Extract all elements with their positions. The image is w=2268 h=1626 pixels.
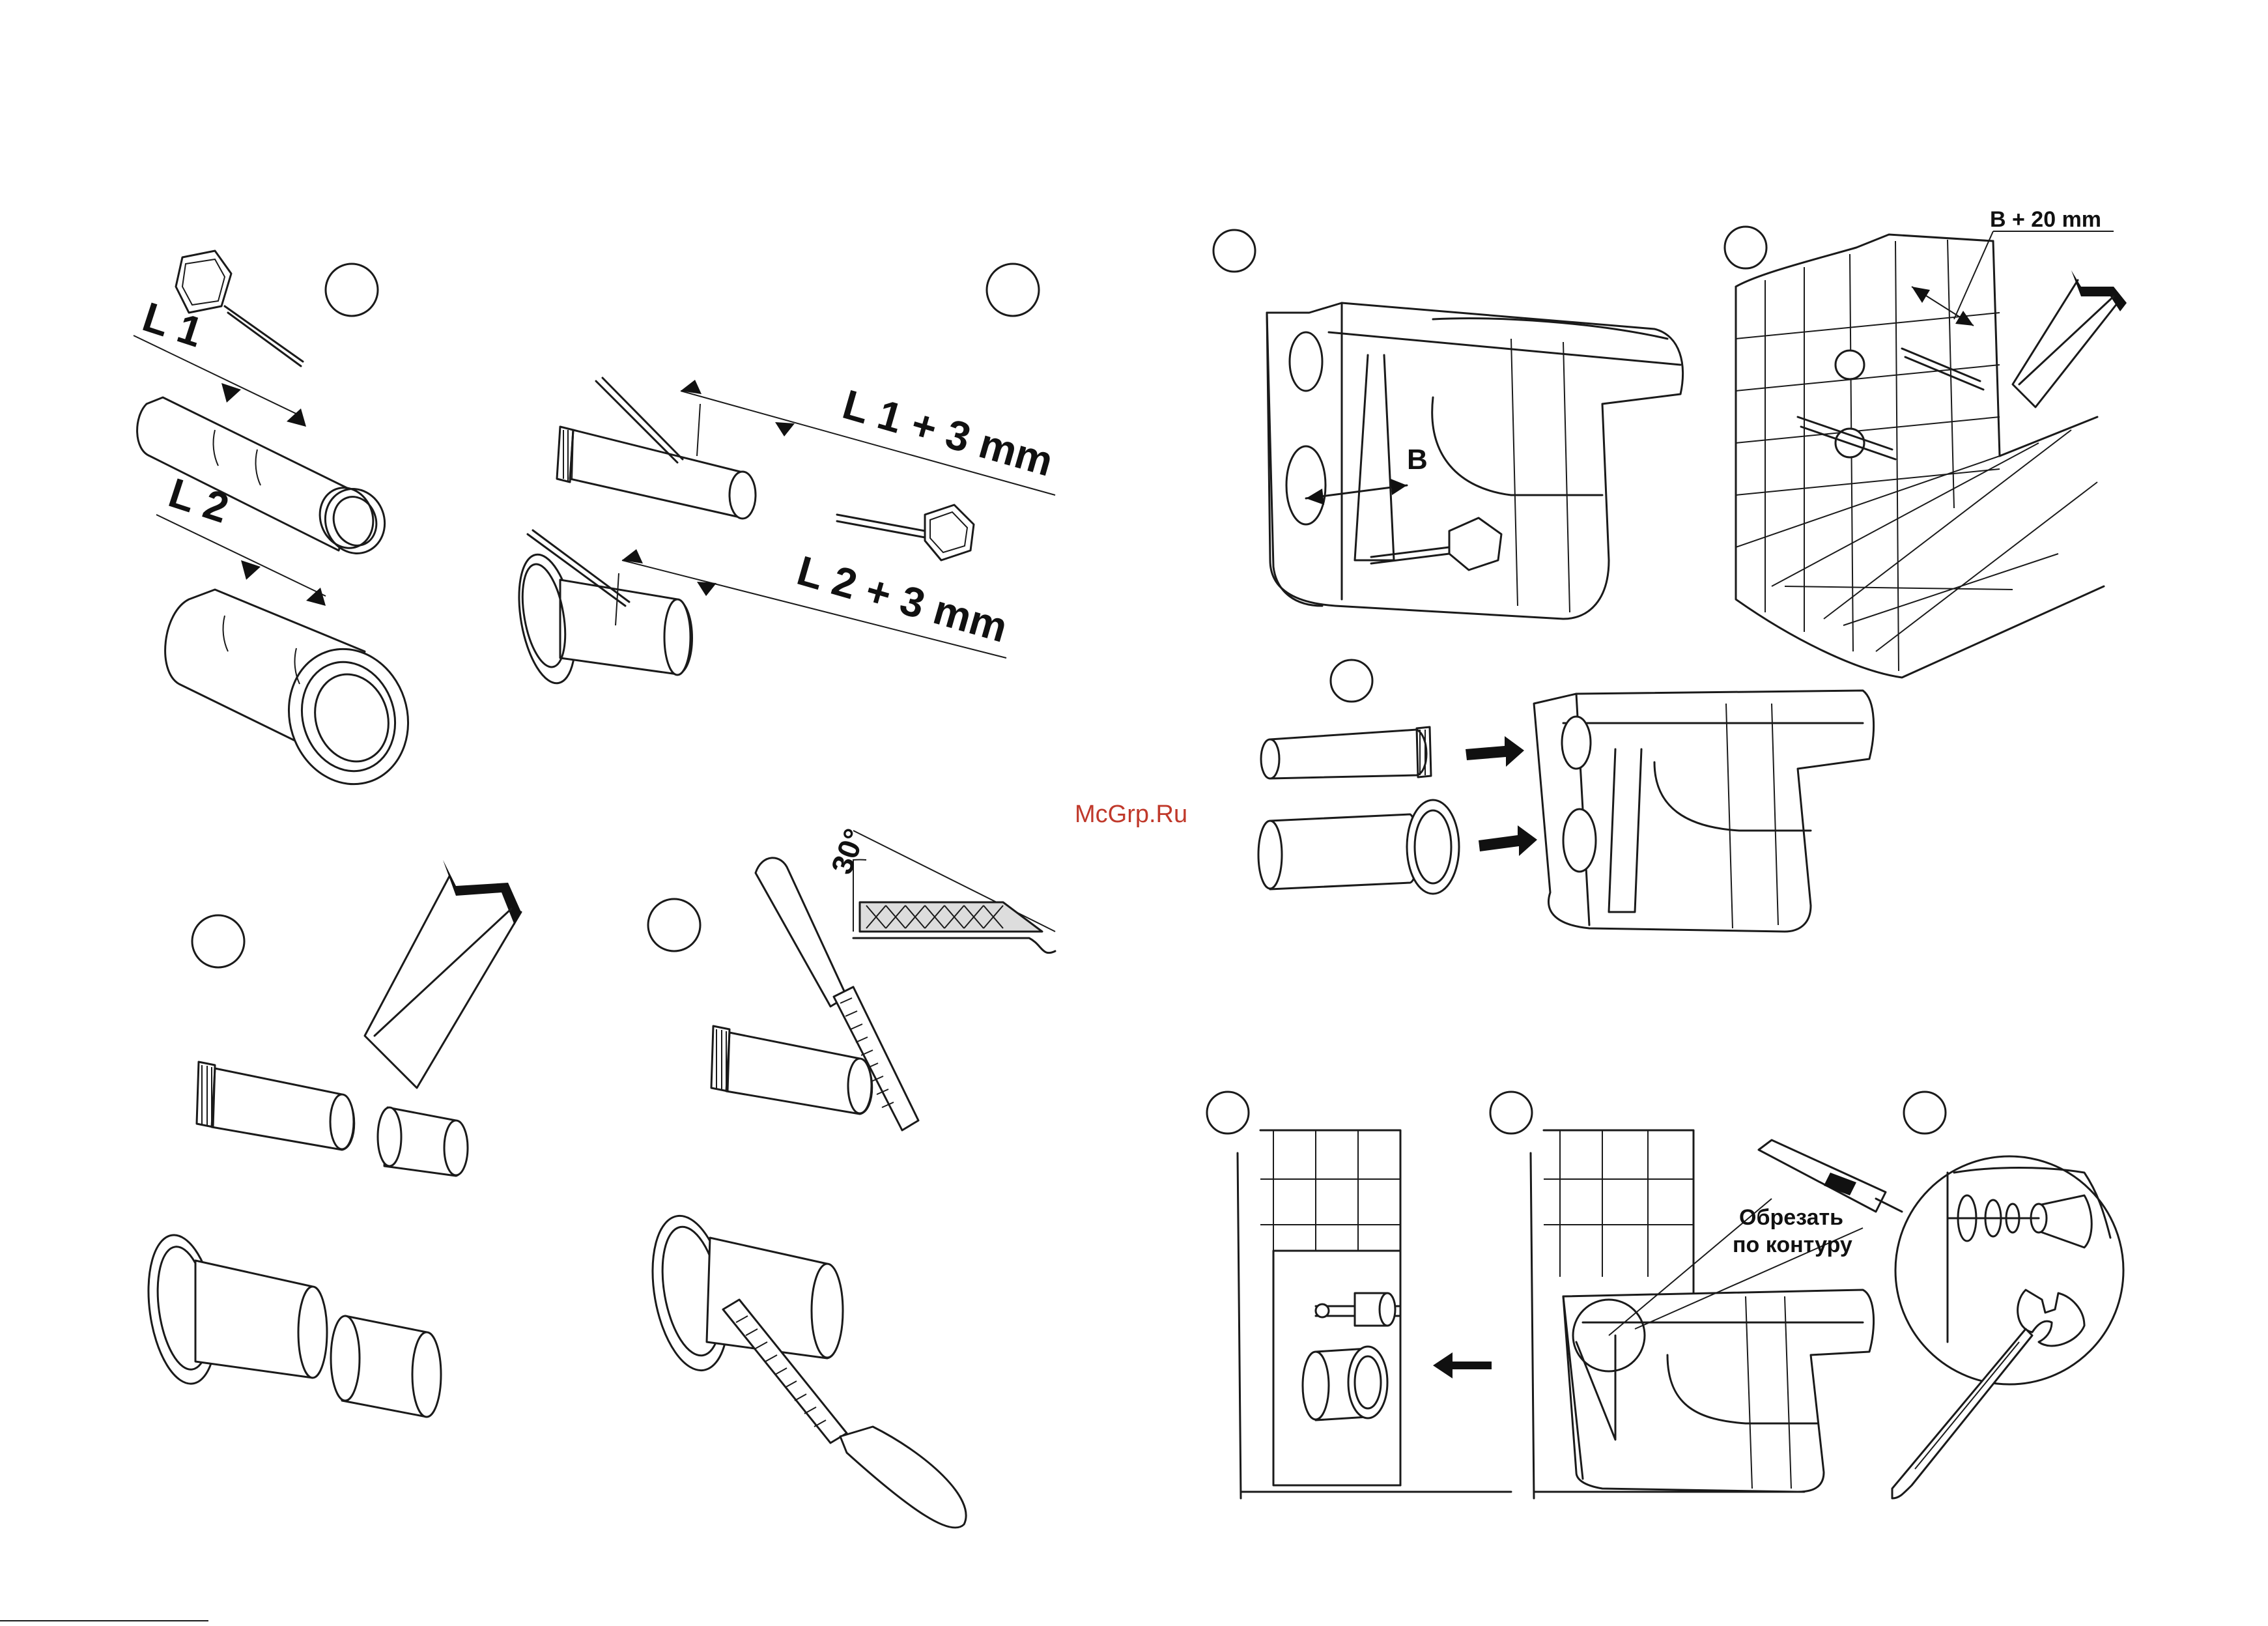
panel-cut [139, 860, 521, 1417]
arrow-icon [1955, 311, 1974, 326]
label-b: B [1407, 444, 1428, 476]
hacksaw-icon [365, 860, 521, 1088]
pipe-flanged [510, 530, 692, 687]
tiled-wall [1736, 235, 2104, 678]
toilet-bowl [1563, 1290, 1874, 1492]
label-cut-line2: по контуру [1733, 1233, 1852, 1257]
arrow-icon [306, 588, 326, 606]
pipe-flanged-chamfer [642, 1210, 966, 1528]
panel-measure: L 1 L 2 [134, 251, 425, 800]
label-l2-plus: L 2 + 3 mm [792, 547, 1012, 651]
arrow-right-icon [1479, 825, 1537, 856]
toilet-bowl [1534, 691, 1874, 932]
tape-measure-icon [837, 505, 974, 560]
pipe-wide [165, 590, 425, 800]
pipe-flanged-insert [1258, 800, 1459, 894]
panel-mark: L 1 + 3 mm L 2 + 3 mm [510, 264, 1058, 687]
arrow-right-icon [1466, 736, 1524, 767]
panel-bowl-measure: B [1213, 230, 1683, 619]
panel-insert-pipes [1258, 660, 1874, 932]
watermark-text: McGrp.Ru [1075, 801, 1187, 828]
label-b-plus: B + 20 mm [1990, 207, 2101, 232]
hacksaw-icon [2013, 270, 2127, 407]
pipe-threaded [557, 378, 756, 519]
panel-mounted-bowl: Обрезать по контуру [1490, 1092, 1902, 1498]
pipe-flanged-cut [139, 1231, 441, 1417]
toilet-bowl [1267, 303, 1683, 619]
step-circle-2 [987, 264, 1039, 316]
panel-chamfer: 30° [642, 824, 1055, 1528]
step-circle-4 [648, 899, 700, 951]
arrow-icon [1912, 287, 1930, 303]
label-l1-plus: L 1 + 3 mm [838, 380, 1058, 485]
label-l1: L 1 [137, 293, 208, 356]
pipe-threaded-chamfer [711, 1026, 872, 1114]
arrow-icon [697, 582, 716, 596]
arrow-left-icon [1433, 1352, 1492, 1378]
chamfer-detail [853, 831, 1055, 953]
utility-knife-icon [1759, 1140, 1902, 1212]
pipe-threaded-insert [1261, 727, 1431, 778]
step-circle-10 [1904, 1092, 1946, 1134]
panel-wall-pipes [1207, 1092, 1511, 1498]
panel-wall-studs: B + 20 mm [1725, 207, 2127, 678]
step-circle-6 [1725, 227, 1766, 268]
label-angle: 30° [825, 824, 872, 878]
installed-pipes [1303, 1293, 1400, 1420]
step-circle-8 [1207, 1092, 1249, 1134]
step-circle-3 [192, 915, 244, 967]
panel-tighten [1892, 1092, 2123, 1498]
step-circle-9 [1490, 1092, 1532, 1134]
step-circle-1 [326, 264, 378, 316]
pipe-cut-pieces [197, 1062, 468, 1176]
wrench-icon [1892, 1290, 2084, 1498]
arrow-icon [775, 422, 795, 436]
label-cut-line1: Обрезать [1739, 1205, 1843, 1230]
wall-studs [1798, 349, 1983, 459]
step-circle-7 [1331, 660, 1372, 702]
step-circle-5 [1213, 230, 1255, 272]
